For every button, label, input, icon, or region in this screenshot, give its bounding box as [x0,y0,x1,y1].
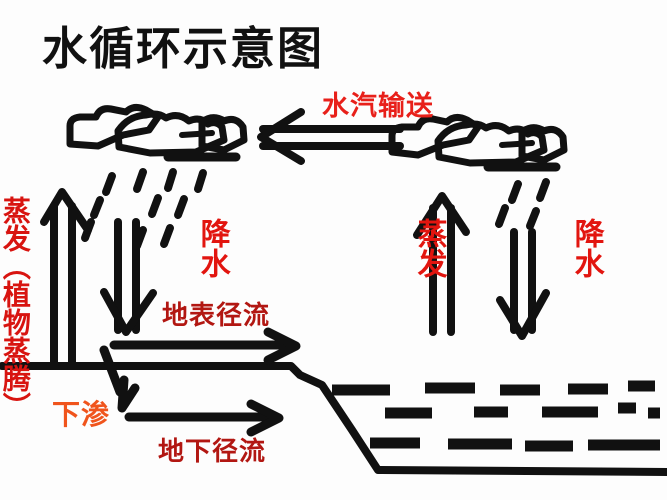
label-precipitation-right: 降水 [568,218,604,285]
label-ground-runoff: 地下径流 [158,437,267,467]
terrain-ground-line [0,362,667,476]
infiltration-arrow [99,345,140,413]
vapor-transport-arrow [257,108,404,165]
evaporation-arrow-left [40,188,92,370]
label-precipitation-left-text: 降水 [194,218,230,278]
label-evaporation-left-text: 蒸发（植物蒸腾） [0,196,32,420]
rain-dashes-left [81,168,207,250]
ground-runoff-arrow [124,399,284,437]
label-surface-runoff: 地表径流 [162,301,271,331]
rain-dashes-right [495,178,550,230]
cloud-right [388,113,568,172]
page-title: 水循环示意图 [42,22,325,75]
precipitation-arrow-left [100,218,157,336]
cloud-left [66,103,248,162]
water-body-dashes [332,380,660,452]
evaporation-arrow-right [413,192,470,336]
label-precipitation-right-text: 降水 [568,218,604,278]
label-evaporation-left: 蒸发（植物蒸腾） [0,196,32,425]
surface-runoff-arrow [109,327,301,365]
label-evaporation-right-text: 蒸发 [411,218,447,278]
label-evaporation-right: 蒸发 [411,218,447,285]
label-vapor-transport: 水汽输送 [322,91,434,122]
precipitation-arrow-right [496,228,550,340]
label-infiltration: 下渗 [52,398,111,431]
label-precipitation-left: 降水 [194,218,230,285]
